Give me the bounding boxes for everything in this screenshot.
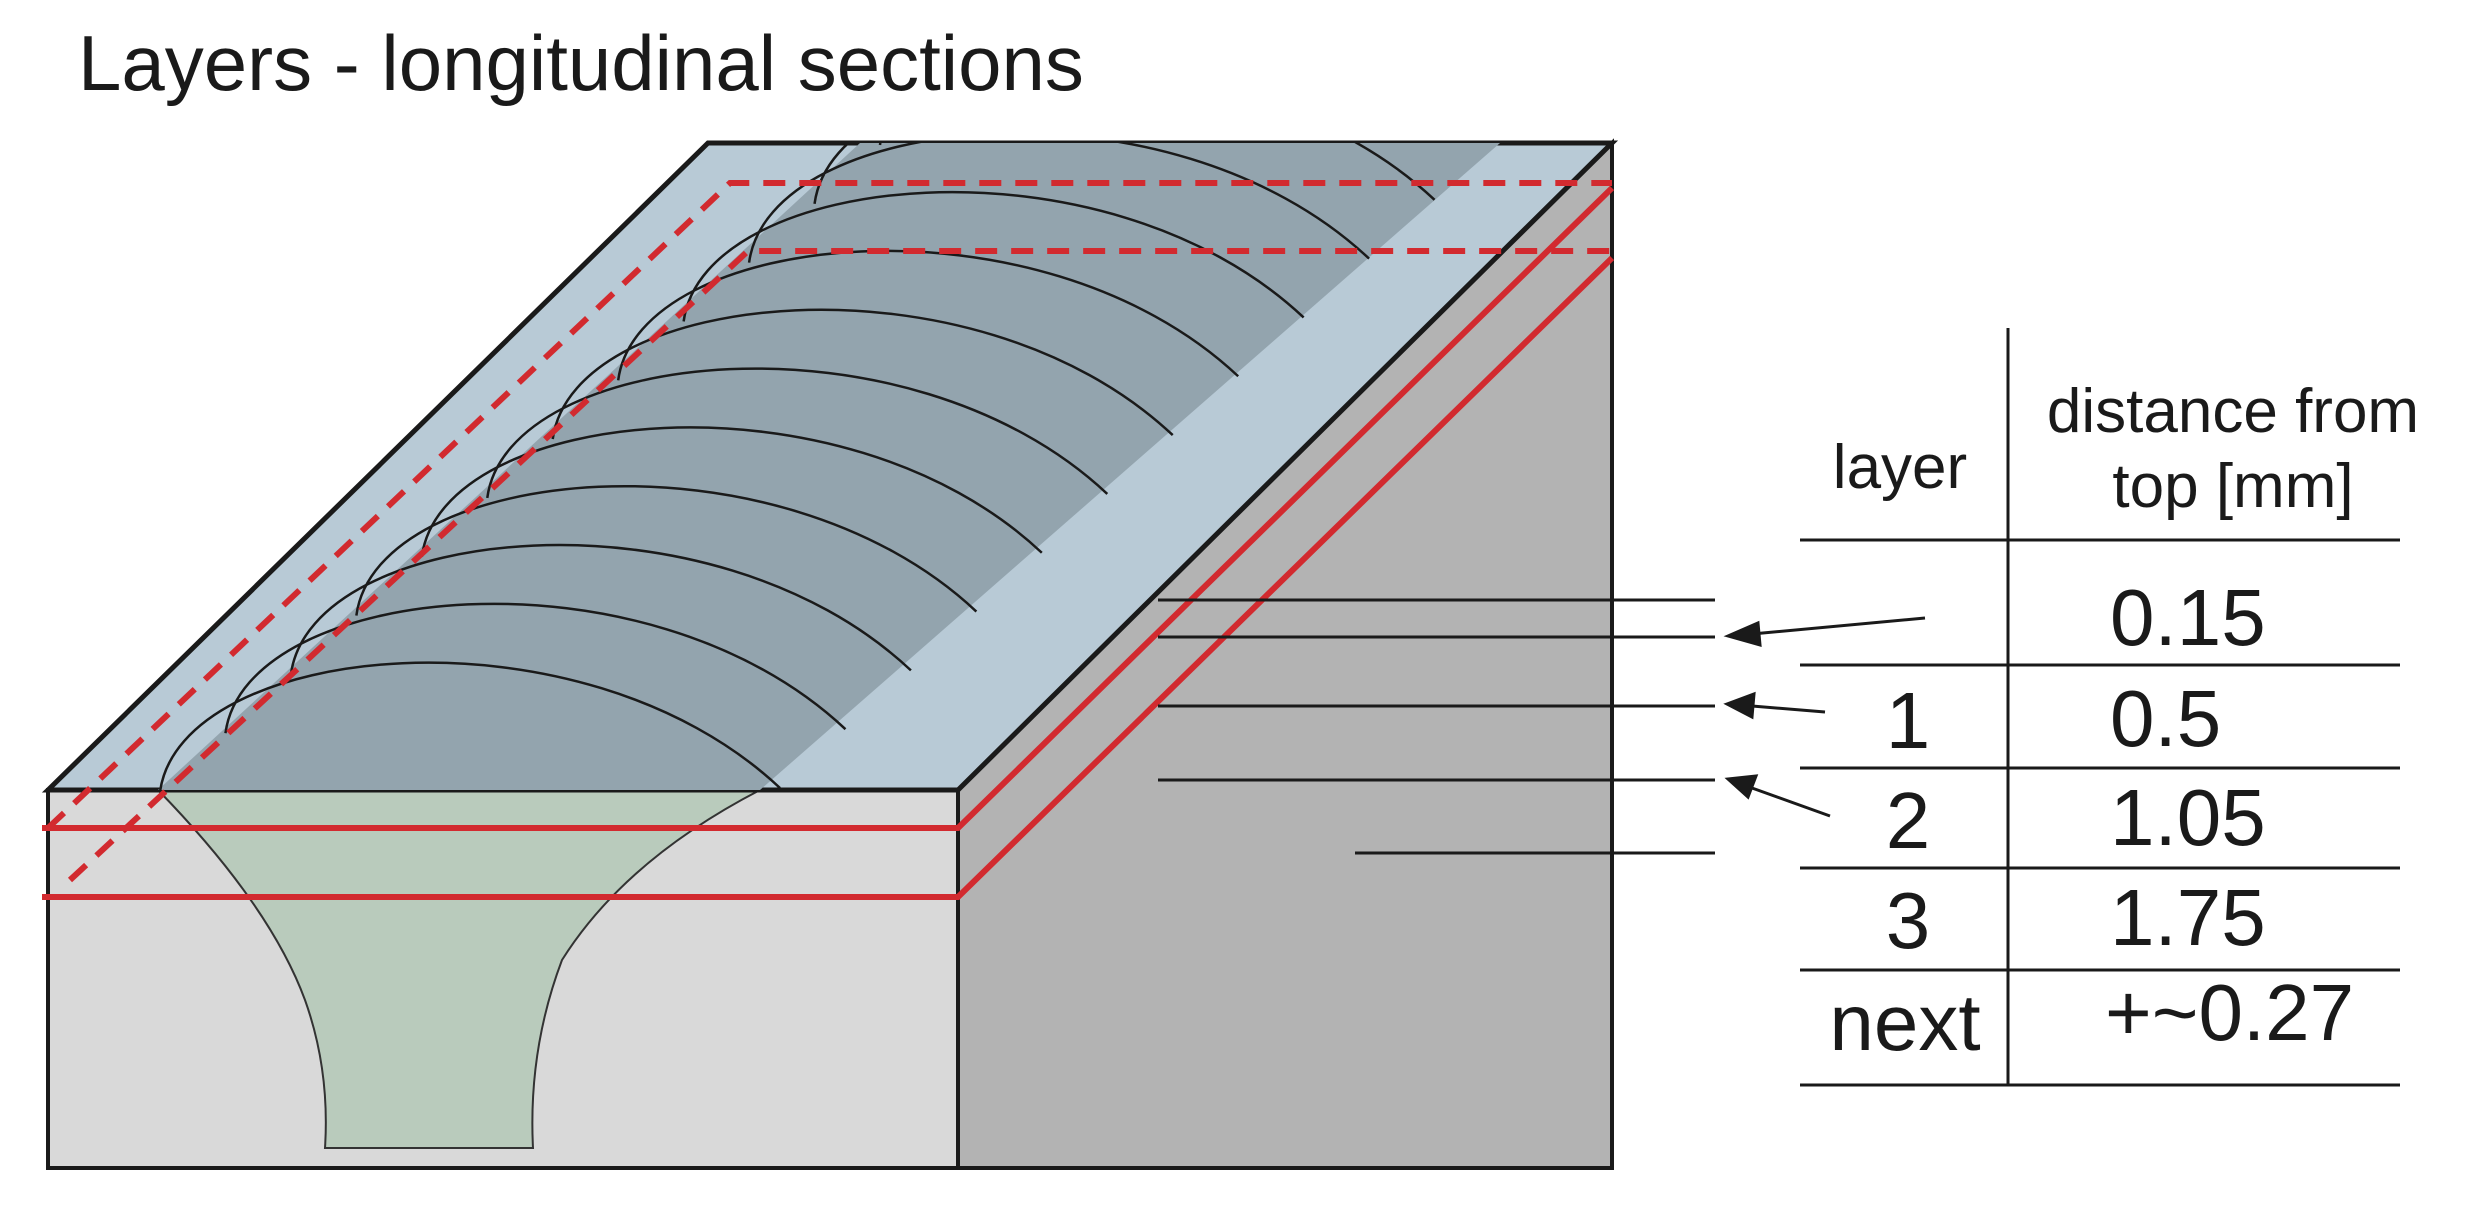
table-cell-distance: +~0.27 bbox=[2105, 968, 2354, 1057]
specimen-block bbox=[41, 138, 1926, 1170]
bead-ripples bbox=[158, 143, 1501, 790]
arrow-0-15-head bbox=[1723, 620, 1762, 648]
table-cell-distance: 1.75 bbox=[2110, 873, 2266, 962]
table-cell-layer: next bbox=[1829, 978, 1980, 1067]
table-header-distance-line1: distance from bbox=[2047, 377, 2419, 446]
arrow-layer-1-head bbox=[1723, 691, 1756, 720]
table-cell-distance: 0.15 bbox=[2110, 573, 2266, 662]
bead-ripple-arc bbox=[747, 143, 1370, 263]
section-planes-solid bbox=[42, 185, 1615, 900]
bead-ripple-arc bbox=[486, 367, 1109, 499]
diagram-title: Layers - longitudinal sections bbox=[78, 19, 1084, 107]
weld-cross-section bbox=[155, 789, 761, 1149]
section-plane-1-dashed bbox=[45, 180, 1612, 831]
section-plane-1-solid bbox=[42, 185, 1615, 831]
bead-ripple-arc bbox=[224, 602, 847, 734]
table-header-distance-line2: top [mm] bbox=[2112, 452, 2353, 521]
bead-ripple-arc bbox=[355, 485, 978, 616]
layer-table: layer distance from top [mm] 0.15 1 0.5 … bbox=[1800, 328, 2419, 1087]
bead-ripple-arc bbox=[551, 308, 1174, 440]
arrow-layer-2-shaft bbox=[1751, 786, 1831, 818]
depth-reference-lines bbox=[1158, 598, 1715, 855]
table-cell-layer: 3 bbox=[1886, 876, 1931, 965]
table-cell-distance: 0.5 bbox=[2110, 674, 2221, 763]
table-cell-distance: 1.05 bbox=[2110, 773, 2266, 862]
section-planes-top bbox=[45, 180, 1612, 883]
bead-ripple-arc bbox=[420, 426, 1043, 557]
bead-ripple-arc bbox=[616, 249, 1240, 381]
weld-bead-band bbox=[158, 143, 1500, 790]
pointer-arrows bbox=[1723, 616, 1926, 818]
table-rules bbox=[1800, 328, 2400, 1087]
bead-ripple-arc bbox=[158, 661, 781, 790]
weld-beads bbox=[158, 143, 1501, 790]
arrow-0-15-shaft bbox=[1751, 616, 1926, 636]
section-plane-2-dashed bbox=[67, 248, 1612, 883]
table-cell-layer: 1 bbox=[1886, 676, 1931, 765]
arrow-layer-2-head bbox=[1724, 774, 1759, 800]
table-cell-layer: 2 bbox=[1886, 776, 1931, 865]
section-plane-2-solid bbox=[42, 255, 1615, 900]
table-header-layer: layer bbox=[1833, 433, 1967, 502]
bead-ripple-arc bbox=[289, 543, 912, 675]
bead-ripple-arc bbox=[813, 143, 1436, 204]
arrow-layer-1-shaft bbox=[1751, 704, 1826, 714]
